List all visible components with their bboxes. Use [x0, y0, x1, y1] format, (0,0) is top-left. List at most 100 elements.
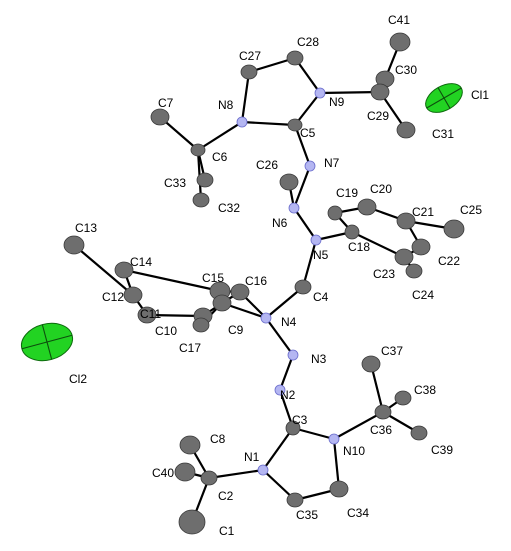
atom-n8: [236, 116, 248, 128]
bond-n3-n2: [278, 353, 295, 392]
atom-label-n7: N7: [324, 156, 340, 170]
atom-c31: [396, 121, 416, 139]
atom-label-n8: N8: [218, 98, 234, 112]
bond-n10-c36: [332, 410, 385, 441]
atom-label-c6: C6: [212, 150, 228, 164]
atom-label-c41: C41: [388, 13, 410, 27]
atom-c27: [240, 64, 258, 80]
bond-n5-c4: [301, 238, 318, 289]
atom-label-c33: C33: [164, 176, 186, 190]
bond-n4-n3: [264, 316, 295, 357]
atom-c8: [179, 435, 201, 455]
bond-n8-c6: [196, 120, 244, 152]
bond-n6-n5: [292, 206, 318, 242]
atom-label-c22: C22: [438, 254, 460, 268]
bond-n7-n6: [292, 164, 312, 210]
atom-n5: [310, 234, 322, 246]
bond-n1-c2: [207, 468, 265, 480]
atom-n10: [328, 433, 340, 445]
atom-label-c29: C29: [367, 109, 389, 123]
atom-c18: [344, 224, 360, 240]
atom-label-c19: C19: [336, 186, 358, 200]
atom-label-c17: C17: [179, 341, 201, 355]
atom-label-c23: C23: [373, 267, 395, 281]
atom-label-c28: C28: [297, 35, 319, 49]
atom-c20: [357, 198, 377, 216]
atom-label-n5: N5: [313, 248, 329, 262]
atom-label-n6: N6: [272, 216, 288, 230]
atom-c23: [394, 248, 414, 266]
atom-label-c10: C10: [155, 324, 177, 338]
atom-label-n3: N3: [311, 352, 327, 366]
atom-label-c2: C2: [218, 489, 234, 503]
atom-c6: [190, 143, 206, 157]
atom-c3: [285, 420, 301, 436]
bond-c3-n1: [261, 426, 295, 472]
atom-cl2: [20, 322, 74, 362]
atom-n1: [257, 464, 269, 476]
bond-n9-c29: [318, 90, 382, 95]
atom-label-c8: C8: [210, 432, 226, 446]
atom-c7: [150, 108, 170, 126]
atom-c29: [370, 83, 390, 101]
atom-label-c14: C14: [130, 255, 152, 269]
bond-c12-c13: [72, 243, 135, 297]
atom-c1: [178, 509, 206, 535]
atom-label-n4: N4: [281, 315, 297, 329]
atom-label-c32: C32: [218, 201, 240, 215]
atom-label-c24: C24: [412, 288, 434, 302]
atom-c38: [394, 390, 412, 406]
atom-c11: [137, 306, 157, 324]
atom-c41: [389, 32, 411, 52]
atom-label-c34: C34: [347, 506, 369, 520]
atom-c39: [410, 425, 428, 441]
atom-c25: [443, 219, 465, 239]
atom-c16: [230, 283, 250, 301]
atom-c17: [192, 317, 210, 333]
atom-n2: [274, 384, 286, 396]
atom-c26: [279, 173, 299, 191]
atom-c33: [196, 172, 214, 188]
atom-n9: [314, 87, 326, 99]
bond-c4-n4: [264, 285, 305, 320]
atom-c12: [123, 286, 143, 304]
atom-label-c21: C21: [412, 205, 434, 219]
atom-c36: [374, 404, 392, 420]
atom-label-n2: N2: [280, 388, 296, 402]
bond-c14-c15: [122, 268, 222, 293]
atom-c21: [396, 212, 416, 230]
atom-c5: [287, 118, 303, 132]
atom-label-c36: C36: [370, 423, 392, 437]
atom-c13: [63, 235, 85, 255]
bond-c23-c18: [350, 230, 406, 259]
atom-c4: [294, 279, 312, 295]
atom-label-cl2: Cl2: [69, 372, 87, 386]
atom-label-n9: N9: [329, 95, 345, 109]
atom-label-cl1: Cl1: [471, 88, 489, 102]
atom-c40: [174, 462, 196, 482]
atom-c28: [286, 50, 304, 66]
atom-label-c18: C18: [348, 240, 370, 254]
bond-c5-n7: [293, 123, 312, 168]
atom-c35: [286, 492, 304, 508]
atom-label-c5: C5: [300, 126, 316, 140]
atom-n7: [304, 160, 316, 172]
atom-label-c1: C1: [219, 524, 235, 538]
atom-label-c13: C13: [75, 221, 97, 235]
atom-label-c30: C30: [395, 63, 417, 77]
atom-c2: [200, 470, 218, 486]
atom-label-c3: C3: [292, 413, 308, 427]
atom-label-c15: C15: [202, 271, 224, 285]
atom-c19: [327, 205, 343, 221]
atom-label-c11: C11: [140, 307, 161, 321]
atom-cl1: [425, 83, 463, 113]
bond-n8-c27: [240, 70, 251, 124]
atom-label-c4: C4: [313, 290, 329, 304]
atom-label-c40: C40: [152, 466, 174, 480]
atom-label-c31: C31: [432, 127, 454, 141]
atom-label-n10: N10: [343, 444, 365, 458]
atom-label-c20: C20: [370, 182, 392, 196]
atom-label-c39: C39: [431, 443, 453, 457]
